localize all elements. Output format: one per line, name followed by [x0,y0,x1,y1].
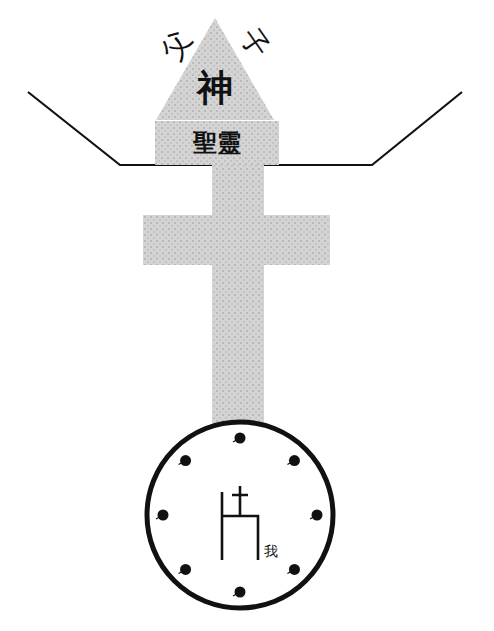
person-label: 子 [233,23,274,64]
cross-stem [212,164,264,424]
cross-bar [143,215,330,265]
clock-circle: 我 [143,418,337,612]
holy-spirit-band: 聖靈 [155,121,279,165]
self-label: 我 [264,544,278,559]
node-label: 神 [197,68,233,108]
node-label: 聖靈 [193,130,241,156]
clock-shape [143,418,337,612]
